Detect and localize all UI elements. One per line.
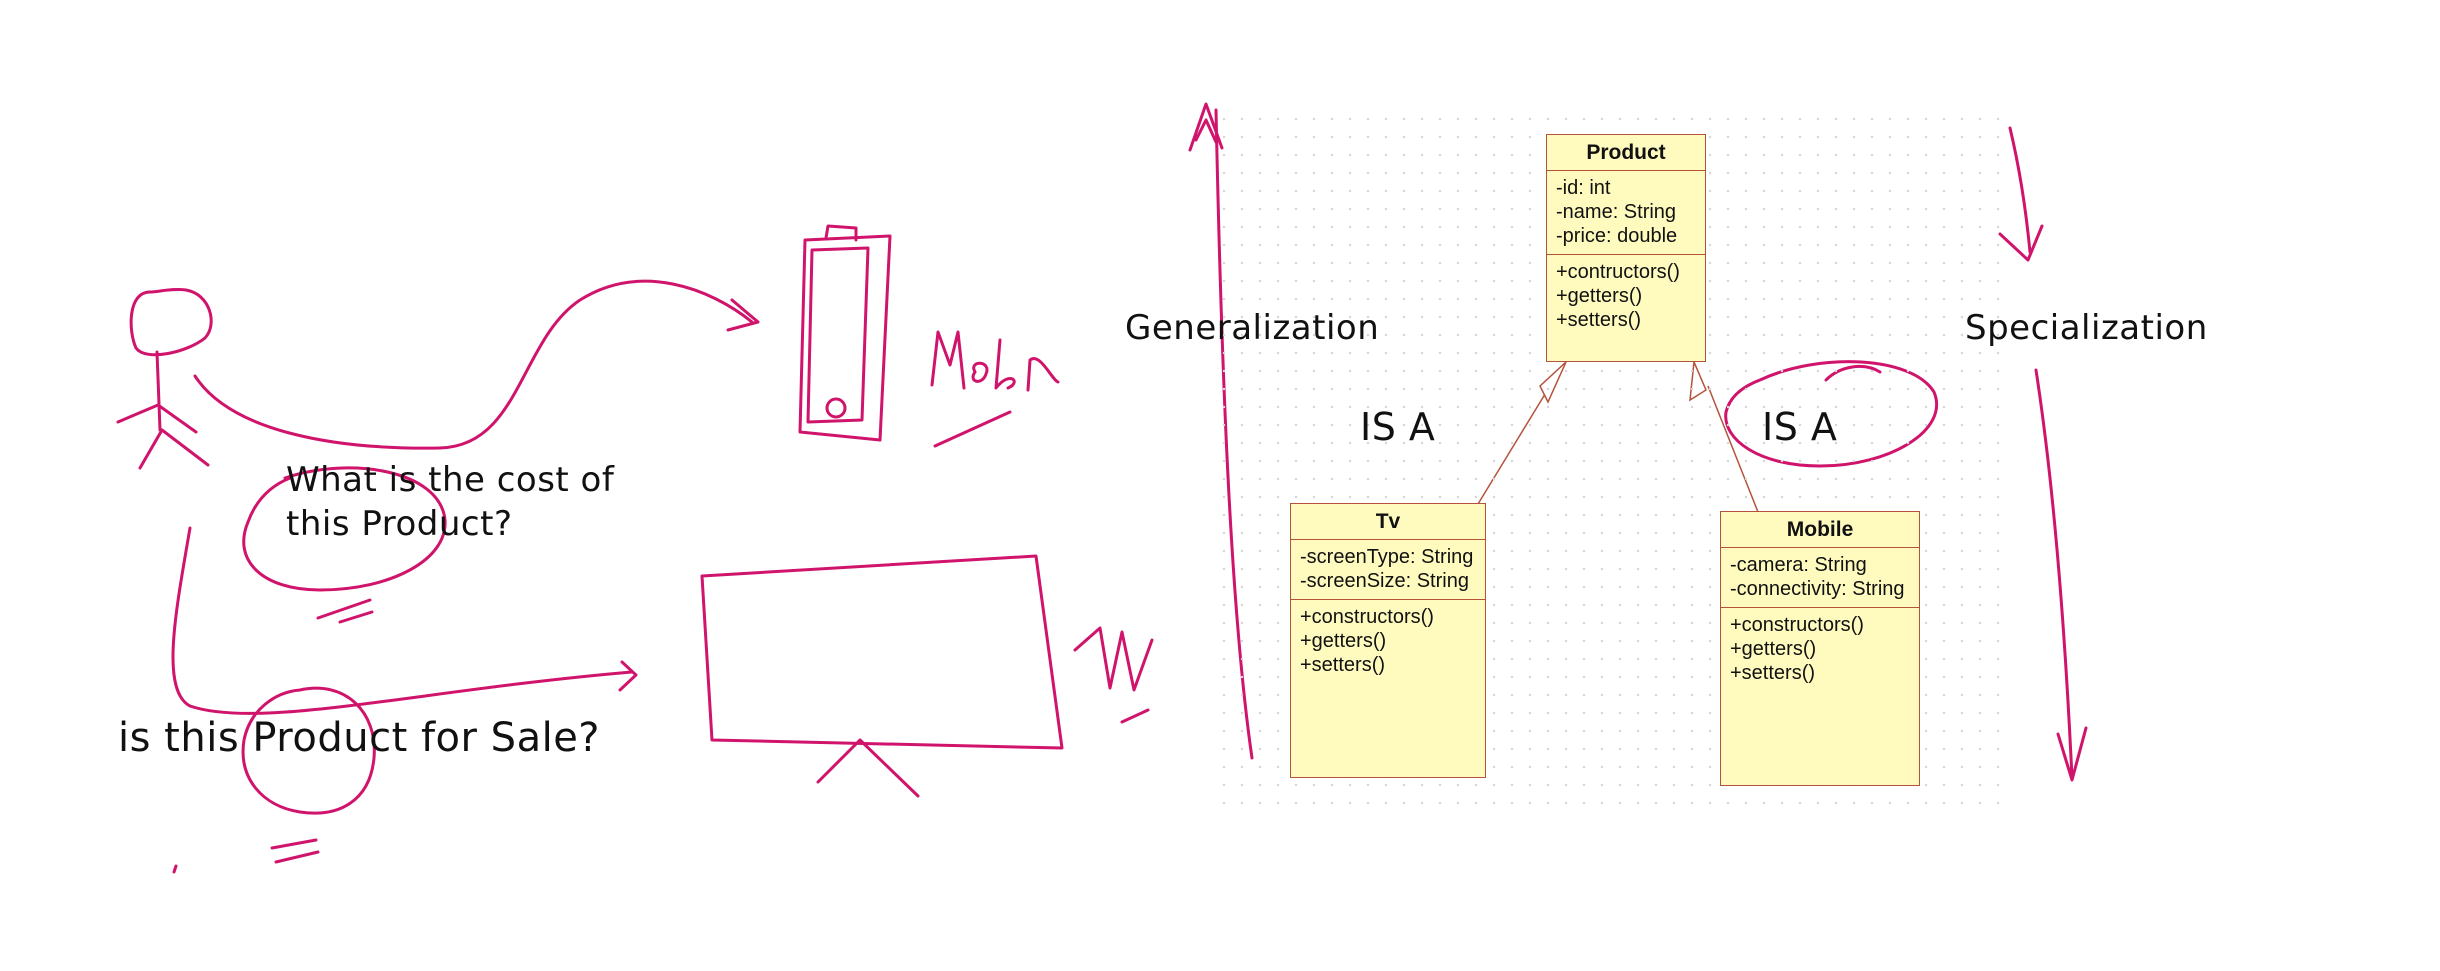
- class-methods: +constructors() +getters() +setters(): [1721, 608, 1919, 691]
- class-name: Mobile: [1721, 512, 1919, 548]
- tv-sketch: [700, 554, 1064, 750]
- class-attributes: -screenType: String -screenSize: String: [1291, 540, 1485, 600]
- mobile-scribble-text: [930, 330, 1060, 392]
- specialization-arrow-top: [2008, 126, 2032, 254]
- attribute: -camera: String: [1730, 554, 1867, 576]
- method: +getters(): [1730, 638, 1817, 660]
- specialization-label: Specialization: [1965, 308, 2208, 348]
- attribute: -price: double: [1556, 225, 1678, 247]
- method: +getters(): [1300, 630, 1387, 652]
- stick-figure-body: [116, 350, 210, 470]
- tv-stand: [816, 738, 920, 798]
- cost-question-marks: [316, 598, 374, 624]
- mobile-home-button: [825, 397, 847, 419]
- generalization-label: Generalization: [1125, 308, 1380, 348]
- tv-scribble-underline: [1120, 708, 1150, 724]
- method: +constructors(): [1300, 606, 1434, 628]
- class-attributes: -id: int -name: String -price: double: [1547, 171, 1705, 255]
- cost-question-circle: [242, 466, 447, 592]
- attribute: -name: String: [1556, 201, 1677, 223]
- is-a-label-right: IS A: [1762, 405, 1838, 449]
- attribute: -screenType: String: [1300, 546, 1474, 568]
- attribute: -connectivity: String: [1730, 578, 1905, 600]
- method: +getters(): [1556, 285, 1643, 307]
- class-attributes: -camera: String -connectivity: String: [1721, 548, 1919, 608]
- sale-question-text: is this Product for Sale?: [118, 715, 601, 761]
- arrow-to-mobile: [193, 279, 754, 450]
- is-a-label-left: IS A: [1360, 405, 1436, 449]
- method: +setters(): [1556, 309, 1642, 331]
- uml-class-mobile[interactable]: Mobile -camera: String -connectivity: St…: [1720, 511, 1920, 786]
- attribute: -screenSize: String: [1300, 570, 1469, 592]
- method: +constructors(): [1730, 614, 1864, 636]
- stray-mark: [172, 864, 178, 874]
- specialization-arrow-top-head: [1998, 224, 2044, 262]
- attribute: -id: int: [1556, 177, 1611, 199]
- method: +setters(): [1300, 654, 1386, 676]
- arrow-to-tv: [171, 526, 634, 715]
- class-name: Tv: [1291, 504, 1485, 540]
- specialization-arrow-bottom: [2034, 368, 2074, 780]
- uml-class-product[interactable]: Product -id: int -name: String -price: d…: [1546, 134, 1706, 362]
- sale-question-marks: [270, 838, 320, 864]
- method: +contructors(): [1556, 261, 1680, 283]
- arrow-to-tv-head: [618, 660, 638, 692]
- method: +setters(): [1730, 662, 1816, 684]
- class-methods: +contructors() +getters() +setters(): [1547, 255, 1705, 338]
- class-methods: +constructors() +getters() +setters(): [1291, 600, 1485, 683]
- mobile-sketch: [798, 224, 892, 442]
- stick-figure-head: [129, 287, 213, 357]
- mobile-scribble-underline: [933, 410, 1012, 448]
- specialization-arrow-bottom-head: [2056, 726, 2088, 782]
- sale-product-circle: [241, 686, 376, 815]
- tv-scribble-text: [1073, 626, 1154, 692]
- arrow-to-mobile-head: [726, 298, 760, 332]
- cost-question-text: What is the cost of this Product?: [286, 460, 615, 544]
- class-name: Product: [1547, 135, 1705, 171]
- uml-class-tv[interactable]: Tv -screenType: String -screenSize: Stri…: [1290, 503, 1486, 778]
